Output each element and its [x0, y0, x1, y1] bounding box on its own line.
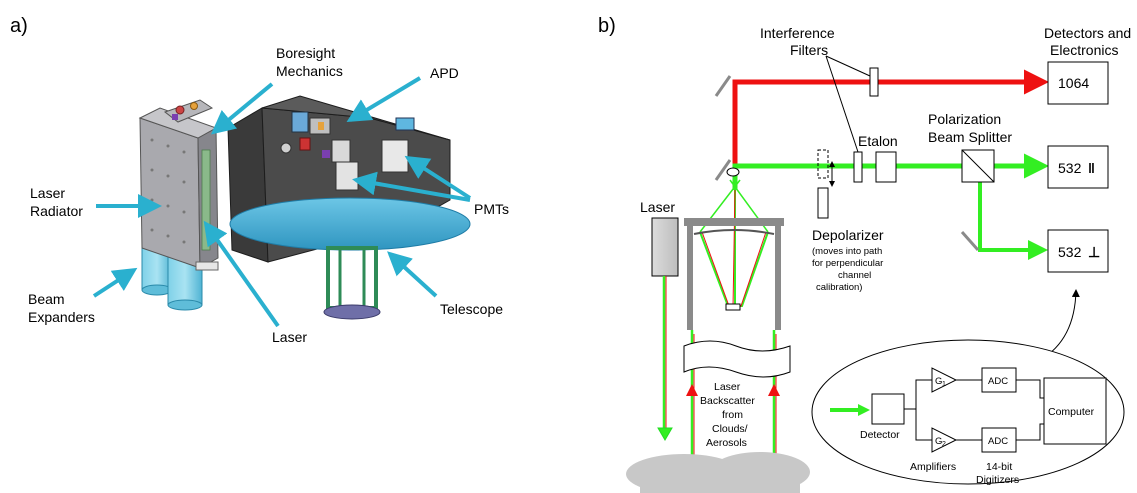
computer-box [1043, 377, 1107, 445]
panel-b-label: b) [598, 15, 616, 37]
label-boresight-1: Boresight [276, 45, 335, 61]
filter-1064 [869, 67, 879, 97]
inset-detector-box [871, 393, 905, 425]
label-etalon: Etalon [858, 133, 898, 149]
label-laser-radiator-1: Laser [30, 185, 65, 201]
telescope-schematic [684, 167, 784, 330]
detector-box-1064 [1047, 61, 1109, 105]
label-detectors-1: Detectors and [1044, 25, 1131, 41]
beam-1064 [732, 69, 1049, 180]
beam-532-parallel [732, 153, 1049, 190]
svg-text:ADC: ADC [988, 436, 1008, 447]
label-detectors-2: Electronics [1050, 42, 1118, 58]
detector-532-par-label: 532 [1058, 160, 1082, 176]
label-backscatter-5: Aerosols [706, 437, 747, 449]
polarization-beam-splitter [961, 149, 995, 183]
distance-break [683, 340, 791, 378]
clouds [626, 452, 810, 493]
svg-text:2: 2 [942, 441, 946, 448]
panel-a: a) [10, 15, 509, 345]
callout-pmt-2 [352, 171, 471, 202]
label-telescope: Telescope [440, 301, 503, 317]
electronics-inset: Detector G 1 G 2 Amplifiers ADC ADC 14-b… [811, 339, 1125, 486]
label-depolarizer: Depolarizer [812, 227, 884, 243]
label-pol-splitter-1: Polarization [928, 111, 1001, 127]
interference-filters [825, 55, 879, 183]
fold-mirrors [714, 75, 980, 251]
computer-label: Computer [1048, 406, 1095, 418]
label-laser: Laser [272, 329, 307, 345]
callout-apd [346, 76, 422, 123]
mirror-perpendicular [960, 231, 980, 251]
callout-laser [203, 220, 280, 328]
panel-a-label: a) [10, 15, 28, 37]
detector-boxes: 1064 532 ‖ 532 ⊥ [1047, 61, 1109, 273]
svg-text:ADC: ADC [988, 376, 1008, 387]
svg-text:1: 1 [942, 381, 946, 388]
inset-detector-label: Detector [860, 429, 900, 441]
label-pmts: PMTs [474, 201, 509, 217]
perpendicular-symbol: ⊥ [1088, 244, 1100, 260]
panel-b: b) [598, 15, 1131, 493]
label-interference-1: Interference [760, 25, 835, 41]
outgoing-arrowhead [657, 427, 673, 441]
svg-text:G: G [935, 436, 942, 447]
depolarizer [817, 149, 835, 219]
etalon [875, 151, 897, 183]
label-beam-expanders-2: Expanders [28, 309, 95, 325]
detector-box-532-parallel [1047, 145, 1109, 189]
parallel-symbol: ‖ [1088, 160, 1095, 176]
mirror-1064 [714, 75, 732, 97]
label-boresight-2: Mechanics [276, 63, 343, 79]
mirror-532 [714, 159, 732, 181]
beam-532-perpendicular [978, 166, 1048, 260]
boresight-illustration [163, 99, 214, 123]
label-beam-expanders-1: Beam [28, 291, 65, 307]
label-laser-b: Laser [640, 199, 675, 215]
laser-box [651, 217, 679, 277]
laser-radiator-illustration [138, 107, 219, 271]
label-digitizers-2: Digitizers [976, 474, 1019, 486]
detector-box-532-perpendicular [1047, 229, 1109, 273]
filter-532 [853, 151, 863, 183]
callout-pmt-1 [404, 155, 472, 200]
label-backscatter-1: Laser [714, 381, 741, 393]
callout-telescope [387, 251, 438, 298]
label-depol-note-1: (moves into path [812, 246, 882, 257]
label-apd: APD [430, 65, 459, 81]
label-pol-splitter-2: Beam Splitter [928, 129, 1012, 145]
label-interference-2: Filters [790, 42, 828, 58]
detector-1064-label: 1064 [1058, 75, 1089, 91]
label-amplifiers: Amplifiers [910, 461, 956, 473]
callout-beam-expanders [92, 267, 138, 298]
amplifier-g2 [931, 427, 958, 453]
label-depol-note-4: calibration) [816, 282, 862, 293]
label-backscatter-3: from [722, 409, 743, 421]
svg-text:G: G [935, 376, 942, 387]
label-digitizers-1: 14-bit [986, 461, 1012, 473]
amplifier-g1 [931, 367, 958, 393]
callout-boresight [210, 82, 274, 135]
instrument-rendering [138, 95, 471, 320]
detector-532-perp-label: 532 [1058, 244, 1082, 260]
label-depol-note-3: channel [838, 270, 871, 281]
label-backscatter-4: Clouds/ [712, 423, 748, 435]
telescope-illustration [229, 197, 471, 320]
label-depol-note-2: for perpendicular [812, 258, 883, 269]
callout-arrows [92, 76, 472, 328]
label-laser-radiator-2: Radiator [30, 203, 83, 219]
label-backscatter-2: Backscatter [700, 395, 755, 407]
